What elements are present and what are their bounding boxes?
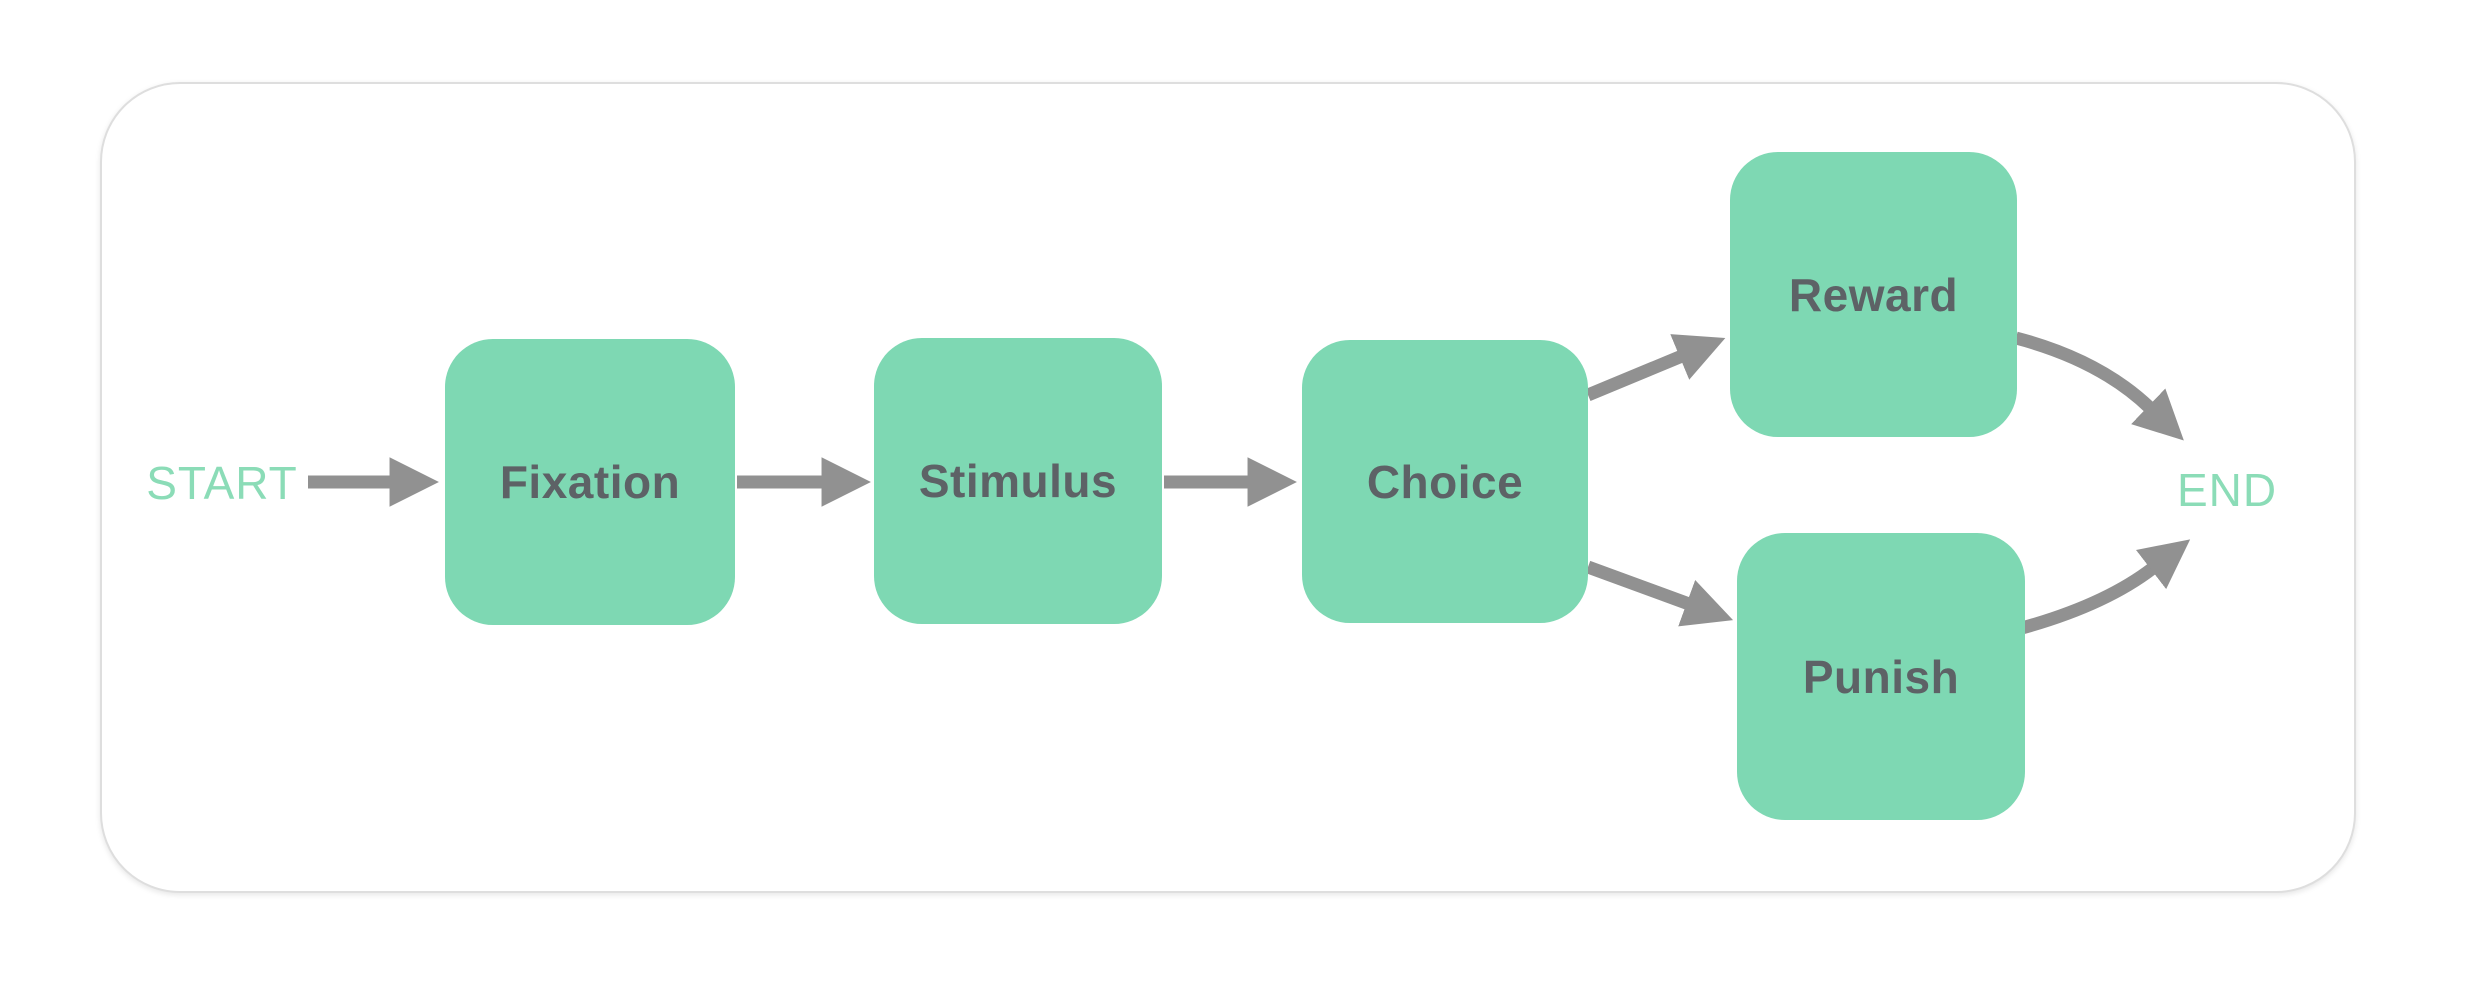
node-fixation-label: Fixation [499, 456, 681, 508]
node-reward: Reward [1730, 152, 2017, 437]
node-reward-label: Reward [1788, 268, 1959, 321]
node-choice-label: Choice [1366, 455, 1524, 508]
node-punish-label: Punish [1802, 650, 1960, 703]
node-choice: Choice [1302, 340, 1588, 623]
node-fixation: Fixation [445, 339, 735, 625]
node-stimulus-label: Stimulus [918, 455, 1118, 507]
start-label: START [146, 457, 298, 509]
node-stimulus: Stimulus [874, 338, 1162, 624]
node-punish: Punish [1737, 533, 2025, 820]
end-label: END [2176, 464, 2278, 516]
